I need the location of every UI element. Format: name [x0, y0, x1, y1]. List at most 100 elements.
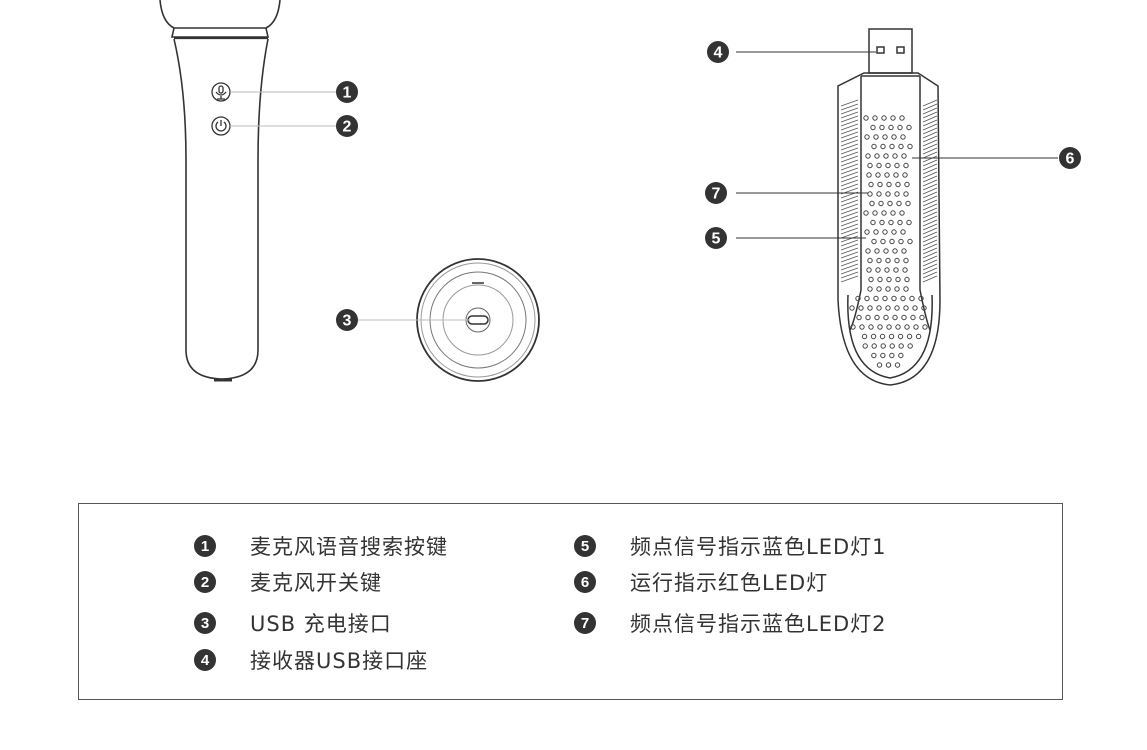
speaker-dot — [877, 181, 883, 188]
speaker-dot — [887, 200, 893, 207]
speaker-dot — [885, 362, 892, 368]
speaker-dot — [906, 124, 912, 131]
speaker-dot — [898, 238, 904, 245]
grip-hatch-line — [840, 107, 859, 115]
legend-label: 麦克风开关键 — [250, 571, 382, 595]
speaker-dot — [872, 115, 878, 121]
speaker-dot — [907, 343, 913, 349]
usb-receiver-drawing — [837, 28, 941, 386]
speaker-dot — [894, 257, 900, 264]
grip-hatch-line — [922, 123, 938, 131]
grip-hatch-line — [840, 171, 859, 179]
grip-hatch-line — [840, 207, 859, 215]
speaker-dot — [903, 286, 909, 292]
speaker-dot — [906, 333, 913, 340]
speaker-dot — [900, 134, 906, 140]
speaker-dot — [918, 295, 924, 302]
power-button-icon — [211, 116, 231, 136]
speaker-dot — [904, 324, 910, 330]
speaker-dot — [895, 324, 901, 330]
speaker-dot — [900, 229, 906, 235]
grip-hatch-line — [840, 259, 859, 267]
legend-number: 6 — [574, 571, 596, 593]
speaker-dot — [894, 305, 900, 311]
grip-hatch-line — [922, 159, 938, 167]
callout-badge-6 — [1059, 147, 1081, 169]
speaker-dot — [885, 162, 891, 169]
grip-hatch-line — [840, 139, 859, 147]
speaker-dot — [901, 248, 907, 254]
speaker-dot — [883, 153, 889, 159]
speaker-dot — [865, 248, 871, 254]
speaker-dot — [878, 200, 884, 207]
legend-label: USB 充电接口 — [250, 612, 392, 636]
speaker-dot — [856, 314, 862, 321]
callout-number-6: 6 — [1066, 151, 1075, 168]
speaker-dot — [890, 210, 896, 216]
speaker-dot — [867, 162, 873, 169]
speaker-dot — [897, 333, 904, 340]
grip-hatch-line — [840, 215, 859, 223]
speaker-dot — [858, 305, 864, 311]
grip-hatch-line — [840, 179, 859, 187]
speaker-dot — [912, 305, 918, 311]
speaker-dot — [884, 267, 890, 273]
speaker-dot — [886, 181, 892, 188]
grip-hatch-line — [840, 135, 859, 143]
speaker-dot — [901, 314, 907, 321]
mic-search-button-icon — [211, 82, 231, 102]
speaker-dot — [889, 352, 895, 359]
speaker-dot — [871, 352, 877, 359]
speaker-dot — [903, 191, 909, 197]
speaker-dot — [875, 172, 881, 178]
grip-hatch-line — [840, 115, 859, 123]
speaker-dot — [882, 229, 888, 235]
grip-hatch-line — [922, 211, 938, 219]
speaker-dot — [883, 248, 889, 254]
usb-charge-port-icon — [467, 315, 489, 325]
grip-hatch-line — [922, 243, 938, 251]
legend-number: 7 — [574, 612, 596, 634]
legend-label: 频点信号指示蓝色LED灯2 — [630, 612, 887, 636]
speaker-dot — [891, 229, 897, 235]
grip-hatch-line — [840, 239, 859, 247]
speaker-dot — [855, 295, 861, 302]
grip-hatch-line — [922, 107, 938, 115]
speaker-dot — [866, 267, 872, 273]
speaker-dot — [900, 295, 906, 302]
speaker-dot — [868, 324, 874, 330]
grip-hatch-line — [840, 227, 859, 235]
speaker-dot — [888, 219, 894, 226]
speaker-dot — [919, 314, 925, 321]
grip-hatch-line — [840, 159, 859, 167]
speaker-dot — [886, 276, 892, 283]
grip-hatch-line — [840, 119, 859, 127]
grip-hatch-line — [840, 99, 859, 107]
grip-hatch-line — [922, 131, 938, 139]
grip-hatch-line — [922, 263, 938, 271]
grip-hatch-line — [840, 123, 859, 131]
speaker-dot — [879, 333, 886, 340]
grip-hatch-line — [922, 99, 938, 107]
grip-hatch-line — [840, 199, 859, 207]
speaker-dot — [863, 115, 869, 121]
callout-number-2: 2 — [343, 119, 352, 136]
legend-item: 7 频点信号指示蓝色LED灯2 — [574, 608, 887, 638]
speaker-dot — [899, 210, 905, 216]
speaker-dot — [903, 162, 909, 169]
grip-hatch-line — [840, 247, 859, 255]
grip-hatch-line — [840, 219, 859, 227]
grip-hatch-line — [840, 147, 859, 155]
speaker-dot — [867, 305, 873, 311]
speaker-dot — [849, 305, 855, 311]
speaker-dot — [861, 333, 868, 340]
speaker-dot — [885, 286, 891, 292]
speaker-dot — [870, 219, 876, 226]
grip-hatch-line — [922, 239, 938, 247]
speaker-dot — [876, 286, 882, 292]
speaker-dot — [868, 276, 874, 283]
speaker-dot — [885, 191, 891, 197]
speaker-dot — [876, 362, 883, 368]
speaker-dot — [871, 143, 877, 150]
